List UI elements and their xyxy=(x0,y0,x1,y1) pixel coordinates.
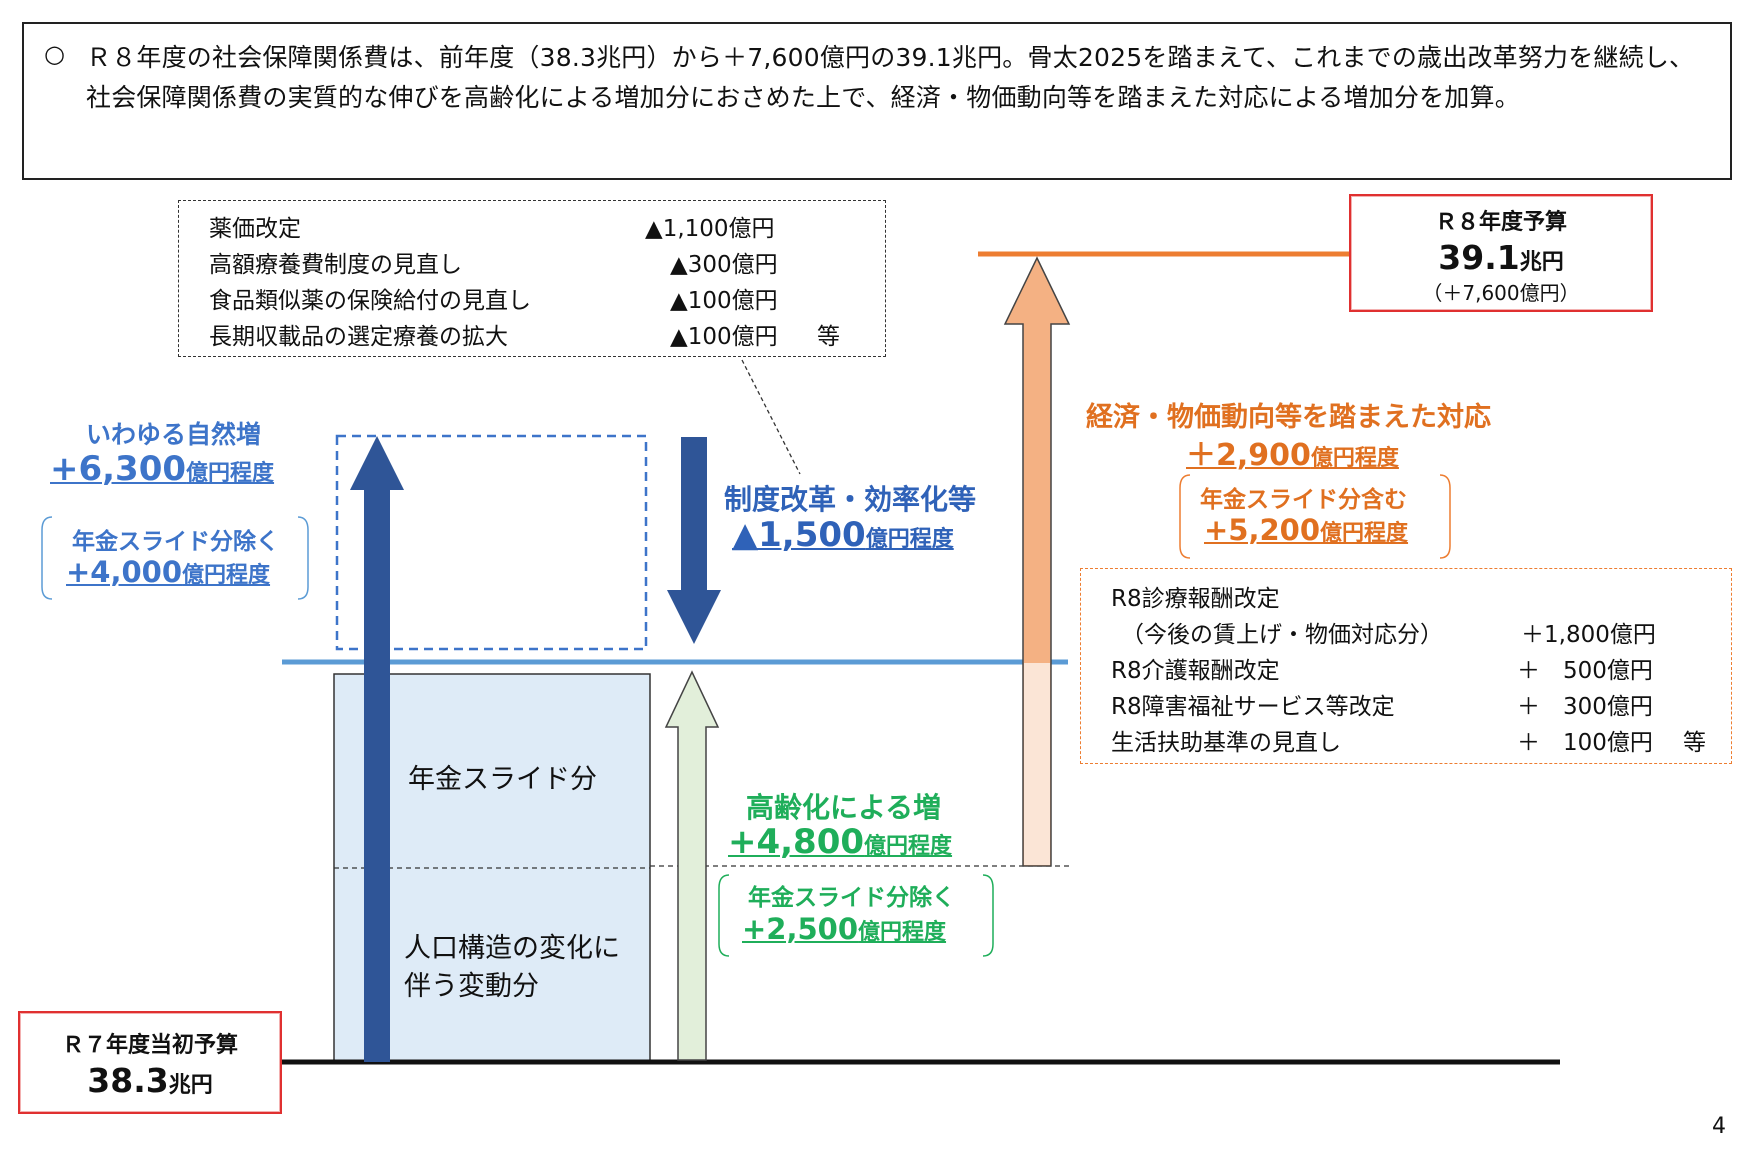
natural-increase-sub-amount: +4,000億円程度 xyxy=(66,555,271,589)
stack-lower-label-1: 人口構造の変化に xyxy=(404,933,620,964)
revision-item-label: R8障害福祉サービス等改定 xyxy=(1111,694,1395,720)
bracket-left-natural xyxy=(41,516,53,600)
r7-budget-amount: 38.3兆円 xyxy=(87,1061,213,1100)
reform-item-value: ▲100億円 xyxy=(670,324,778,350)
reform-item-label: 高額療養費制度の見直し xyxy=(209,252,462,278)
reform-down-arrow xyxy=(667,437,721,644)
r8-budget-diff: （＋7,600億円） xyxy=(1422,281,1580,305)
aging-title: 高齢化による増 xyxy=(746,791,942,824)
revision-item-label: 生活扶助基準の見直し xyxy=(1111,730,1341,756)
natural-increase-arrow xyxy=(350,436,404,1062)
natural-increase-sub-label: 年金スライド分除く xyxy=(72,529,279,555)
dashed-blue-box xyxy=(335,434,648,651)
summary-bullet: ○ xyxy=(44,40,65,68)
economic-sub-label: 年金スライド分含む xyxy=(1200,487,1407,513)
revision-item-label: R8診療報酬改定 xyxy=(1111,586,1280,612)
bracket-right-economic xyxy=(1439,474,1451,559)
revision-items-box: R8診療報酬改定 （今後の賃上げ・物価対応分） ＋1,800億円 R8介護報酬改… xyxy=(1080,568,1732,764)
economic-amount: ＋2,900億円程度 xyxy=(1186,438,1399,473)
revision-item-value: ＋ 300億円 xyxy=(1517,694,1653,720)
bracket-left-aging xyxy=(718,874,730,957)
aging-arrow xyxy=(664,670,720,1061)
reform-item-value: ▲300億円 xyxy=(670,252,778,278)
economic-title: 経済・物価動向等を踏まえた対応 xyxy=(1086,402,1491,433)
aging-sub-label: 年金スライド分除く xyxy=(748,885,955,911)
reform-item-label: 食品類似薬の保険給付の見直し xyxy=(209,288,531,314)
bracket-right-aging xyxy=(982,874,994,957)
economic-arrow-lower-fade xyxy=(1024,663,1050,865)
r8-budget-amount: 39.1兆円 xyxy=(1438,238,1564,277)
r7-budget-title: Ｒ７年度当初予算 xyxy=(61,1033,238,1058)
reform-item-label: 薬価改定 xyxy=(209,216,301,242)
reform-item-value: ▲1,100億円 xyxy=(645,216,775,242)
reform-title: 制度改革・効率化等 xyxy=(724,483,977,516)
reform-item-suffix: 等 xyxy=(817,324,840,350)
reform-item-value: ▲100億円 xyxy=(670,288,778,314)
stack-upper-label: 年金スライド分 xyxy=(408,764,597,795)
natural-increase-amount: +6,300億円程度 xyxy=(50,449,275,489)
stack-lower-label-2: 伴う変動分 xyxy=(404,971,539,1002)
revision-item-value: ＋ 500億円 xyxy=(1517,658,1653,684)
economic-arrow xyxy=(1003,256,1071,867)
natural-increase-title: いわゆる自然増 xyxy=(86,420,262,449)
summary-text: Ｒ８年度の社会保障関係費は、前年度（38.3兆円）から＋7,600億円の39.1… xyxy=(86,43,1695,112)
reform-items-box: 薬価改定 ▲1,100億円 高額療養費制度の見直し ▲300億円 食品類似薬の保… xyxy=(178,200,886,357)
revision-item-label: （今後の賃上げ・物価対応分） xyxy=(1121,622,1443,648)
economic-sub-amount: +5,200億円程度 xyxy=(1204,513,1409,547)
page-number: 4 xyxy=(1712,1114,1726,1139)
reform-amount: ▲1,500億円程度 xyxy=(732,515,954,555)
revision-item-value: ＋ 100億円 xyxy=(1517,730,1653,756)
bracket-right-natural xyxy=(297,516,309,600)
revision-item-suffix: 等 xyxy=(1683,730,1706,756)
reform-item-label: 長期収載品の選定療養の拡大 xyxy=(209,324,508,350)
r8-budget-title: Ｒ８年度予算 xyxy=(1434,210,1567,235)
r7-budget-box: Ｒ７年度当初予算 38.3兆円 xyxy=(18,1011,282,1114)
revision-item-value: ＋1,800億円 xyxy=(1521,622,1656,648)
bracket-left-economic xyxy=(1179,474,1191,559)
aging-amount: +4,800億円程度 xyxy=(728,822,953,862)
revision-item-label: R8介護報酬改定 xyxy=(1111,658,1280,684)
aging-sub-amount: +2,500億円程度 xyxy=(742,912,947,946)
summary-box: ○ Ｒ８年度の社会保障関係費は、前年度（38.3兆円）から＋7,600億円の39… xyxy=(22,22,1732,180)
callout-connector xyxy=(741,359,801,475)
r8-budget-box: Ｒ８年度予算 39.1兆円 （＋7,600億円） xyxy=(1349,194,1653,312)
